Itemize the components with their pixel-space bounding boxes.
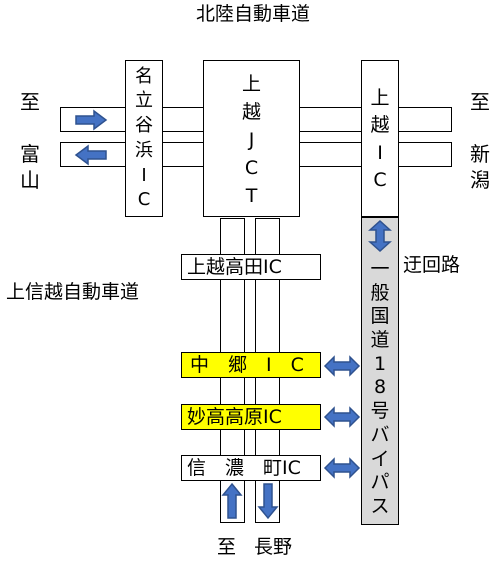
hokuriku-expressway-title: 北陸自動車道 [196,3,311,25]
nadachihama-char: 名 [135,65,153,87]
nadachihama-char: C [137,189,151,211]
arrow-left-icon [74,144,107,166]
detour-label: 迂回路 [403,254,461,276]
bypass-char: バ [370,423,390,446]
nadachihama-ic-box: 名 立 谷 浜 I C [125,60,163,217]
double-arrow-icon [323,355,361,377]
bypass-char: 一 [370,258,390,280]
left-dest-to: 至 [20,90,40,114]
joetsu-ic-char: I [377,141,383,164]
joetsu-ic-char: 上 [370,87,390,109]
left-dest-name-1: 富 [20,142,40,166]
joetsu-ic-char: 越 [370,114,390,137]
bypass-char: パ [370,471,390,494]
shinanomachi-ic-box: 信 濃 町IC [181,455,321,481]
bypass-char: 道 [370,329,390,352]
nakago-ic-label: 中 郷 I C [190,353,304,376]
bottom-dest-name: 長野 [254,536,293,558]
double-arrow-icon [323,406,361,428]
shinanomachi-ic-label: 信 濃 町IC [187,456,301,479]
right-dest-to: 至 [470,90,490,114]
arrow-up-icon [221,482,243,519]
nakago-ic-box: 中 郷 I C [181,352,321,378]
nadachihama-char: 浜 [135,139,153,161]
joetsu-jct-char: T [245,185,258,207]
joetsu-takada-ic-box: 上越高田IC [181,254,321,280]
nadachihama-char: 谷 [135,115,153,137]
double-arrow-icon [323,457,361,479]
right-dest-name-1: 新 [470,142,490,166]
joetsu-ic-box: 上 越 I C [361,60,399,217]
myoko-kogen-ic-label: 妙高高原IC [187,405,282,428]
joetsu-jct-char: 越 [241,101,261,123]
double-arrow-icon [368,219,392,253]
bottom-dest-to: 至 [217,536,237,558]
joetsu-ic-char: C [373,168,387,191]
joetsu-jct-char: J [248,129,255,151]
bypass-char: ス [370,494,390,517]
nadachihama-char: I [141,164,147,186]
bypass-char: 号 [370,400,390,423]
right-dest-name-2: 潟 [470,168,490,192]
myoko-kogen-ic-box: 妙高高原IC [181,404,321,430]
joetsu-takada-ic-label: 上越高田IC [187,255,282,278]
joetsu-jct-char: 上 [241,73,261,95]
route18-bypass-box: 一 般 国 道 1 8 号 バ イ パ ス [361,217,399,525]
left-dest-name-2: 山 [20,168,40,192]
joetsu-jct-char: C [244,157,259,179]
bypass-char: 8 [373,376,387,399]
bypass-char: 般 [370,281,390,304]
joetsu-jct-box: 上 越 J C T [203,60,300,217]
bypass-char: 1 [373,352,387,375]
arrow-down-icon [257,483,279,520]
joshinetsu-expressway-title: 上信越自動車道 [6,281,140,303]
arrow-right-icon [75,109,108,131]
nadachihama-char: 立 [135,90,153,112]
bypass-char: イ [370,447,390,470]
bypass-char: 国 [370,305,390,328]
